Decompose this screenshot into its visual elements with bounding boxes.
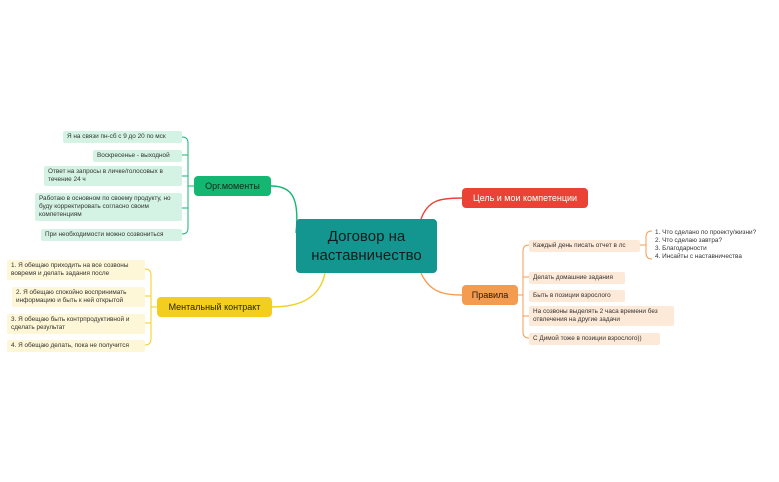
branch-org-moments[interactable]: Орг.моменты xyxy=(194,176,271,196)
branch-goal-competencies-label: Цель и мои компетенции xyxy=(472,193,578,203)
central-topic-label: Договор на наставничество xyxy=(311,228,422,264)
report-item-1: 1. Что сделано по проекту/жизни? xyxy=(655,229,757,236)
branch-goal-competencies[interactable]: Цель и мои компетенции xyxy=(462,188,588,208)
org-item-product[interactable]: Работаю в основном по своему продукту, н… xyxy=(35,193,182,221)
report-item-3: 3. Благодарности xyxy=(655,245,707,252)
mental-item-4[interactable]: 4. Я обещаю делать, пока не получится xyxy=(7,340,145,352)
rules-item-dima[interactable]: С Димой тоже в позиции взрослого)) xyxy=(529,333,660,345)
org-item-availability[interactable]: Я на связи пн-сб с 9 до 20 по мск xyxy=(63,131,182,143)
mental-item-2[interactable]: 2. Я обещаю спокойно воспринимать информ… xyxy=(12,287,145,307)
org-item-sunday-off[interactable]: Воскресенье - выходной xyxy=(93,150,182,162)
org-item-call[interactable]: При необходимости можно созвониться xyxy=(41,229,182,241)
central-topic[interactable]: Договор на наставничество xyxy=(296,219,437,273)
mental-bracket xyxy=(144,268,157,346)
rules-item-calls-time[interactable]: На созвоны выделять 2 часа времени без о… xyxy=(529,306,674,326)
report-item-2: 2. Что сделаю завтра? xyxy=(655,237,722,244)
link-central-org xyxy=(270,185,298,234)
branch-org-moments-label: Орг.моменты xyxy=(205,181,260,191)
report-item-4: 4. Инсайты с наставничества xyxy=(655,253,742,260)
org-item-response-time[interactable]: Ответ на запросы в личке/голосовых в теч… xyxy=(44,166,182,186)
link-central-mental xyxy=(271,272,326,308)
link-central-rules xyxy=(420,272,463,296)
branch-rules-label: Правила xyxy=(471,290,509,300)
rules-item-adult-position[interactable]: Быть в позиции взрослого xyxy=(529,290,625,302)
branch-mental-contract-label: Ментальный контракт xyxy=(168,302,261,312)
branch-mental-contract[interactable]: Ментальный контракт xyxy=(157,297,272,317)
mental-item-3[interactable]: 3. Я обещаю быть контрпродуктивной и сде… xyxy=(7,314,145,334)
rules-report-details[interactable]: 1. Что сделано по проекту/жизни? 2. Что … xyxy=(652,227,774,263)
rules-item-daily-report[interactable]: Каждый день писать отчет в лс xyxy=(529,240,640,252)
branch-rules[interactable]: Правила xyxy=(462,285,518,305)
link-central-goal xyxy=(420,197,463,220)
mental-item-1[interactable]: 1. Я обещаю приходить на все созвоны вов… xyxy=(7,260,145,280)
rules-item-homework[interactable]: Делать домашние задания xyxy=(529,272,625,284)
org-bracket xyxy=(181,136,194,235)
